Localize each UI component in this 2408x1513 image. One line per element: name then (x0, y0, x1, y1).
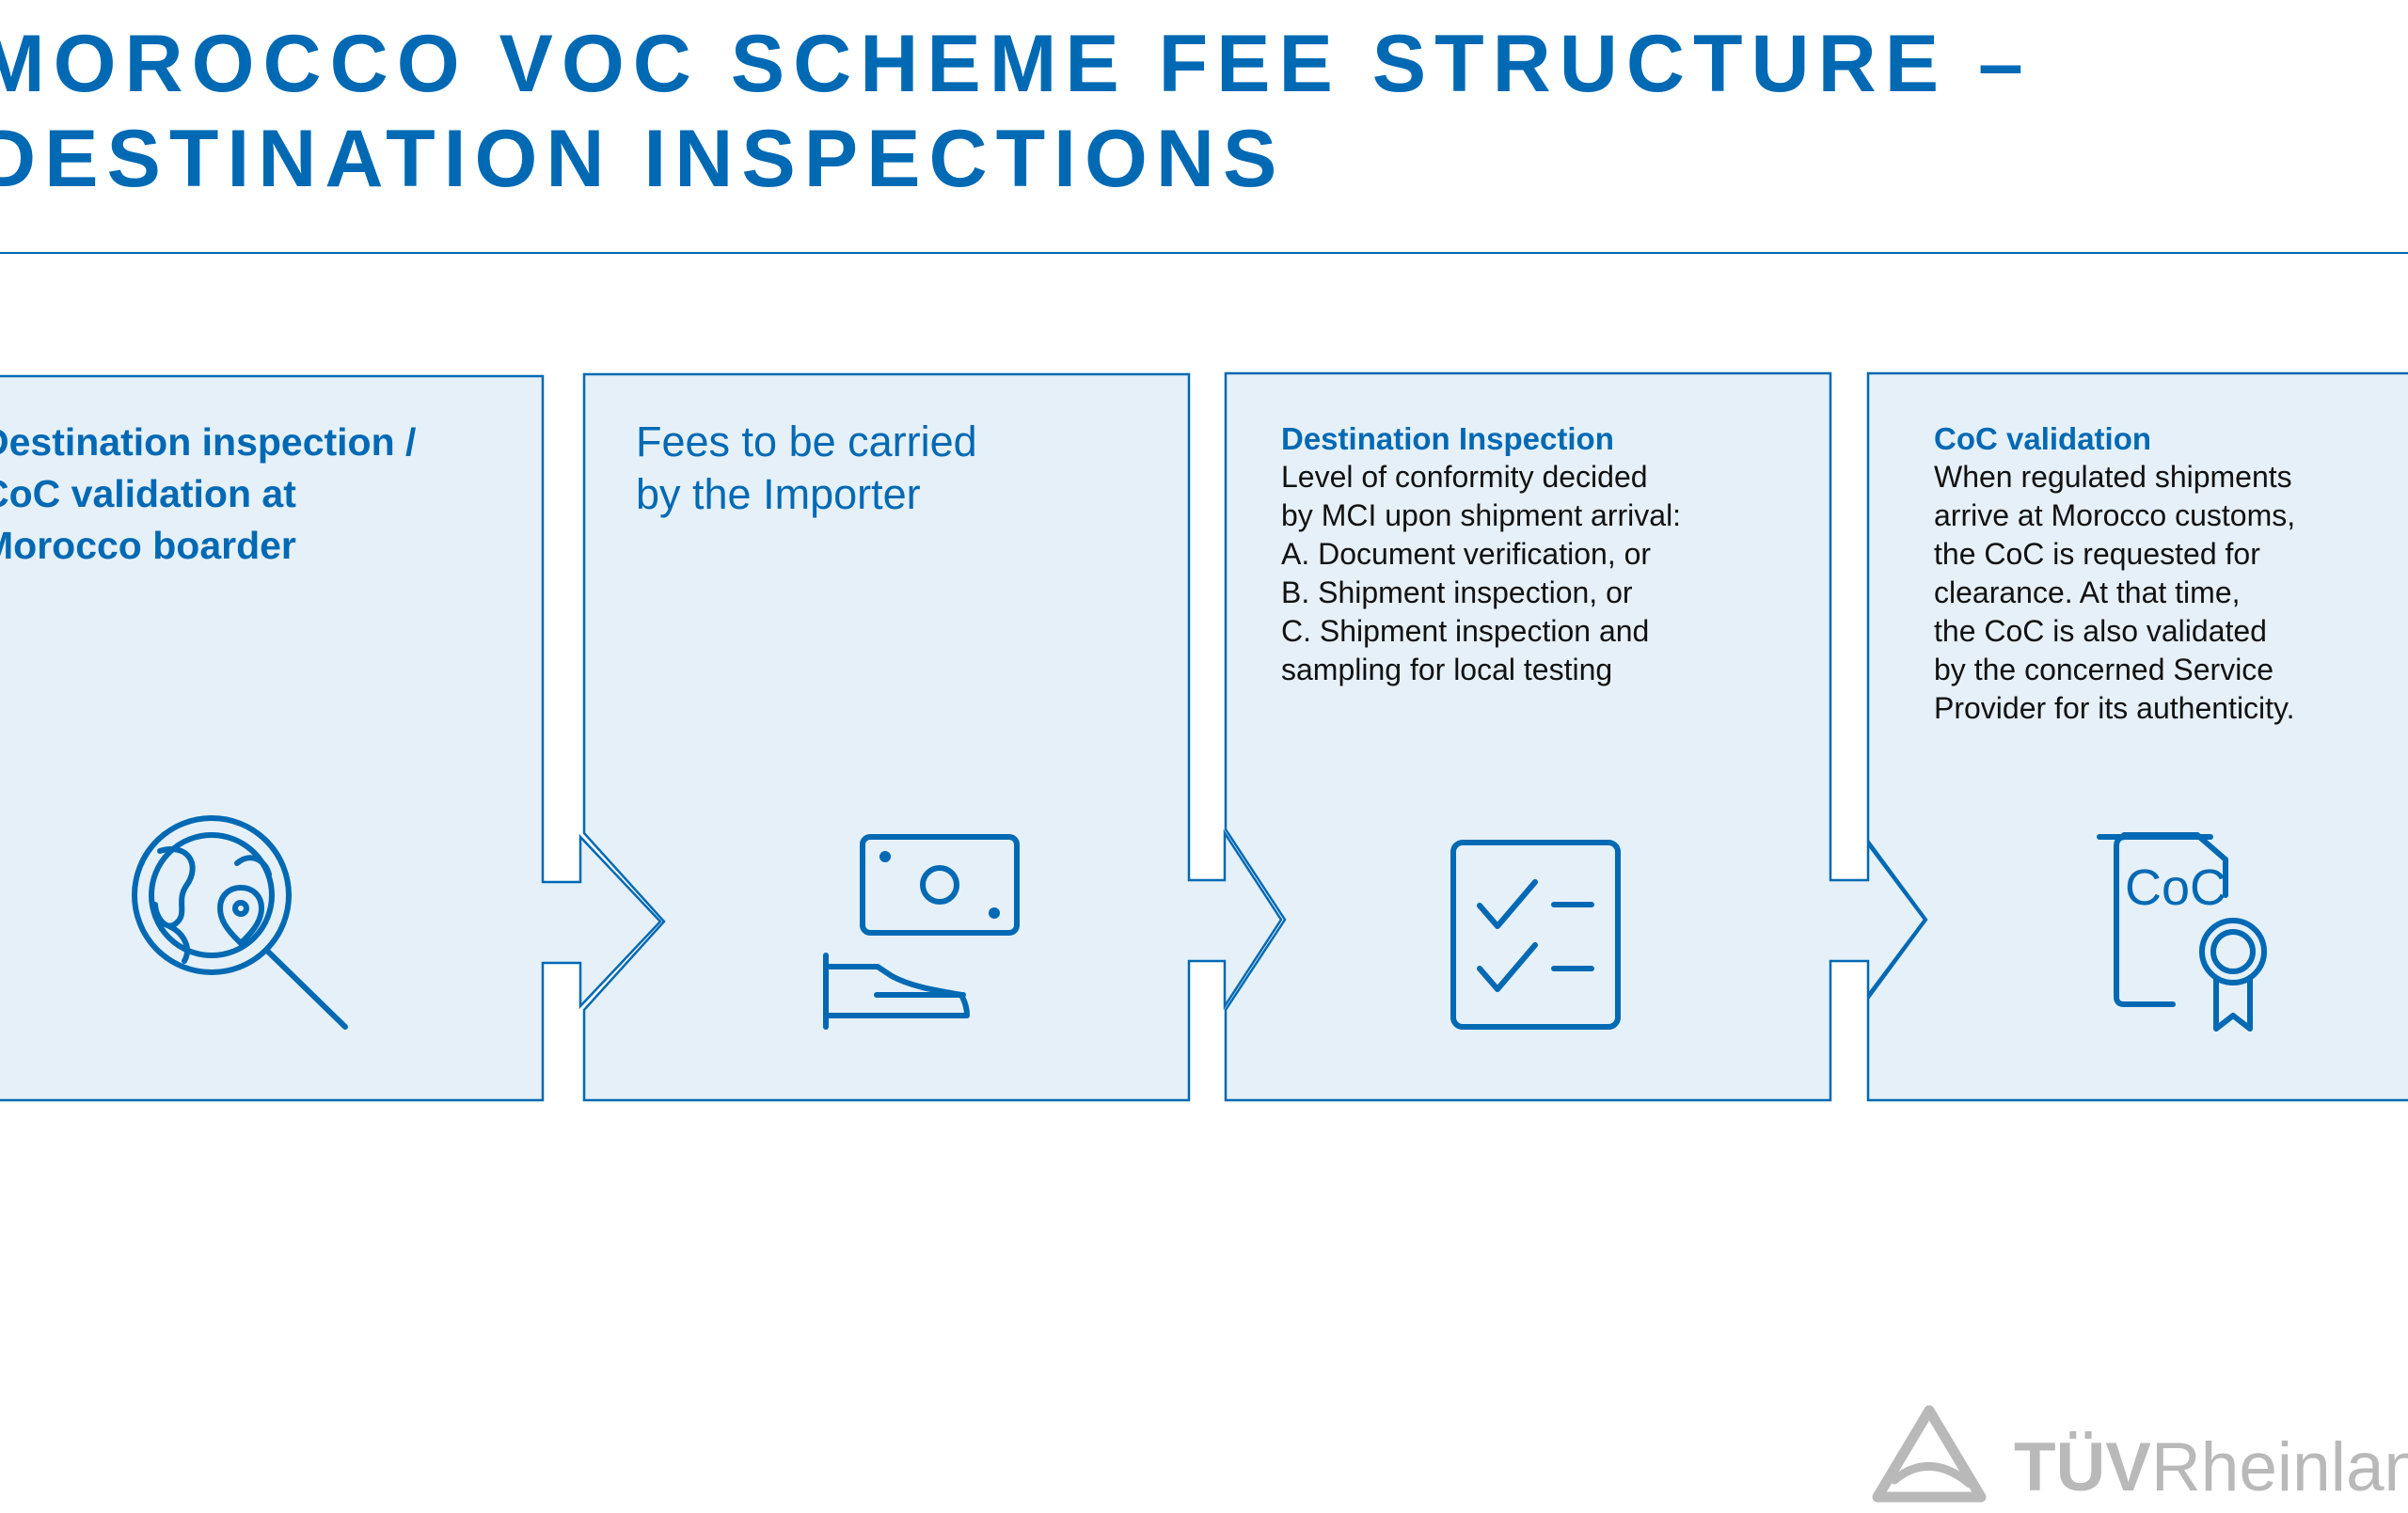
title-line-2: DESTINATION INSPECTIONS (0, 114, 1286, 204)
page-title: MOROCCO VOC SCHEME FEE STRUCTURE – DESTI… (0, 17, 2032, 207)
step-4-body-line-7: Provider for its authenticity. (1934, 691, 2295, 725)
step-panel-3 (1224, 371, 1926, 1102)
step-3-body-line-6: sampling for local testing (1281, 653, 1613, 686)
checklist-icon (1450, 840, 1621, 1030)
title-divider (0, 252, 2408, 254)
step-1-heading: Destination inspection / CoC validation … (0, 417, 416, 572)
tuv-logo-icon (1872, 1405, 1987, 1503)
title-line-1: MOROCCO VOC SCHEME FEE STRUCTURE – (0, 19, 2032, 109)
logo-text-regular: Rheinland (2151, 1429, 2408, 1505)
step-1-heading-line-3: Morocco boarder (0, 524, 296, 567)
step-4-subtitle: CoC validation (1934, 421, 2152, 456)
step-panel-2 (582, 372, 1283, 1102)
step-4-body-line-1: When regulated shipments (1934, 460, 2292, 494)
step-4-text: CoC validation When regulated shipments … (1934, 419, 2295, 728)
step-panel-4 (1866, 371, 2408, 1102)
step-3-text: Destination Inspection Level of conformi… (1281, 419, 1681, 689)
tuv-logo-wordmark: TÜVRheinland (2014, 1427, 2408, 1508)
step-1-heading-line-1: Destination inspection / (0, 420, 417, 464)
step-3-body-line-2: by MCI upon shipment arrival: (1281, 498, 1682, 532)
money-hand-icon (823, 834, 1020, 1030)
step-4-body-line-4: clearance. At that time, (1934, 575, 2241, 609)
logo-text-bold: TÜV (2014, 1429, 2151, 1505)
step-3-body-line-5: C. Shipment inspection and (1281, 614, 1650, 648)
step-4-body-line-2: arrive at Morocco customs, (1934, 498, 2296, 532)
step-4-body-line-5: the CoC is also validated (1934, 614, 2267, 648)
step-panel-1 (0, 374, 662, 1102)
step-3-body-line-1: Level of conformity decided (1281, 460, 1648, 494)
step-3-body-line-4: B. Shipment inspection, or (1281, 575, 1633, 609)
globe-search-icon (132, 815, 348, 1030)
coc-certificate-icon: CoC (2097, 832, 2267, 1032)
step-1-heading-line-2: CoC validation at (0, 472, 296, 515)
step-2-lead: Fees to be carried by the Importer (636, 416, 977, 521)
step-4-body-line-6: by the concerned Service (1934, 653, 2274, 686)
step-4-body-line-3: the CoC is requested for (1934, 537, 2260, 571)
step-2-lead-line-2: by the Importer (636, 470, 921, 518)
step-2-lead-line-1: Fees to be carried (636, 418, 977, 465)
coc-icon-text: CoC (2125, 859, 2226, 916)
step-3-body-line-3: A. Document verification, or (1281, 537, 1652, 571)
step-3-subtitle: Destination Inspection (1281, 421, 1614, 456)
